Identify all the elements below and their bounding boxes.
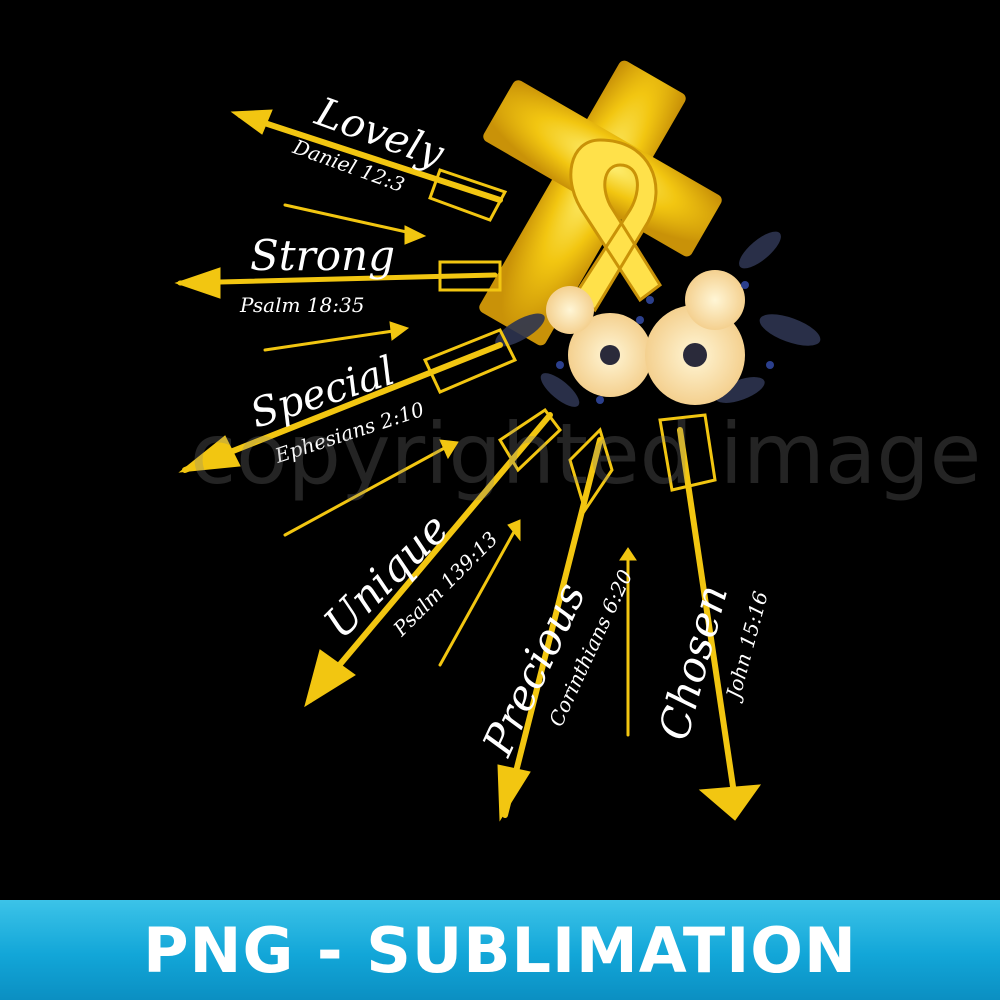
arrow-icon xyxy=(178,328,518,473)
arrow-icon xyxy=(230,109,508,222)
word-strong: Strong xyxy=(250,231,395,280)
awareness-ribbon-icon xyxy=(569,138,663,313)
arrow-icon xyxy=(497,427,614,822)
arrow-icon xyxy=(263,321,410,352)
arrows-artwork: Lovely Daniel 12:3 Strong Psalm 18:35 Sp… xyxy=(174,60,821,822)
arrow-icon xyxy=(438,519,521,667)
banner-text: PNG - SUBLIMATION xyxy=(143,913,857,987)
arrow-icon xyxy=(619,547,637,737)
arrow-icon xyxy=(658,413,762,821)
flower-bouquet-icon xyxy=(495,231,821,407)
arrows-group xyxy=(174,109,762,822)
arrow-icon xyxy=(283,203,427,245)
verse-strong: Psalm 18:35 xyxy=(239,293,364,317)
arrow-icon xyxy=(283,439,459,537)
bottom-banner: PNG - SUBLIMATION xyxy=(0,900,1000,1000)
arrow-icon xyxy=(174,260,502,299)
arrow-icon xyxy=(304,407,562,708)
